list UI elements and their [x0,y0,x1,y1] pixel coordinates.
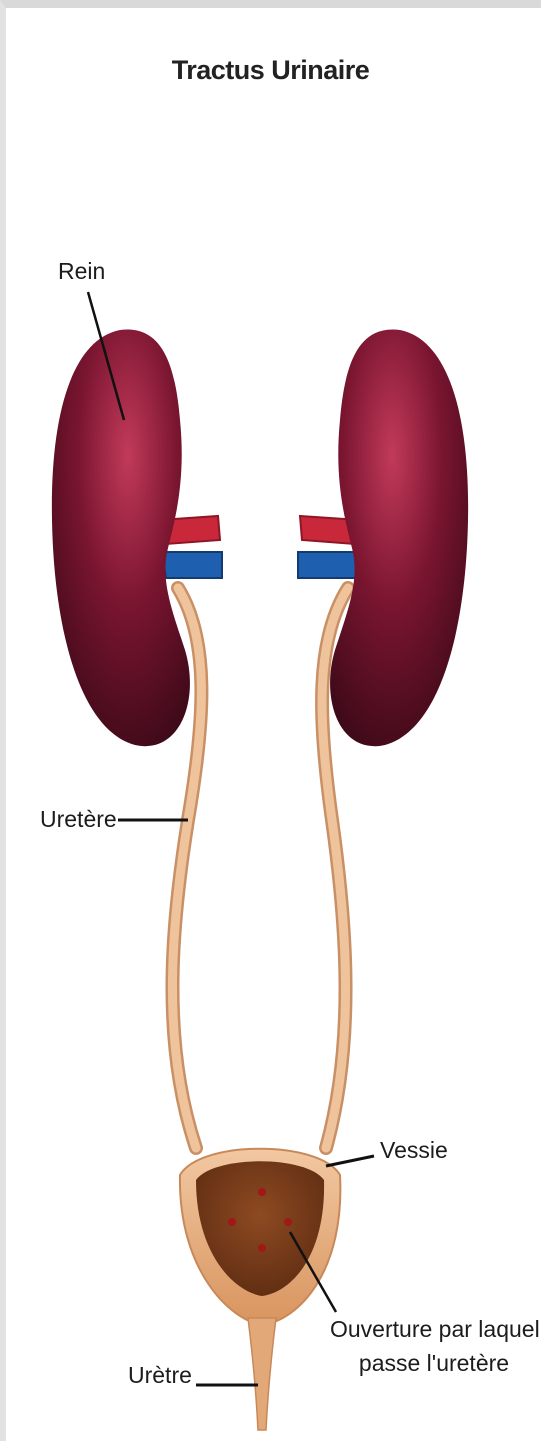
urethra [248,1318,276,1430]
vessie-leader-line [326,1156,374,1166]
ureteral-opening-dot [284,1218,292,1226]
ureteral-opening-dot [258,1244,266,1252]
label-uretere: Uretère [40,806,117,833]
label-uretre: Urètre [128,1362,192,1389]
label-ouverture: Ouverture par laquelle passe l'uretère [330,1312,538,1380]
label-vessie: Vessie [380,1137,448,1164]
left-renal-vein [162,552,222,578]
right-kidney [330,330,468,747]
ureteral-opening-dot [258,1188,266,1196]
left-kidney [52,330,190,747]
label-ouverture-line2: passe l'uretère [330,1346,538,1380]
ureteral-opening-dot [228,1218,236,1226]
bladder [180,1149,340,1325]
label-rein: Rein [58,258,105,285]
label-ouverture-line1: Ouverture par laquelle [330,1312,538,1346]
right-renal-vein [298,552,358,578]
